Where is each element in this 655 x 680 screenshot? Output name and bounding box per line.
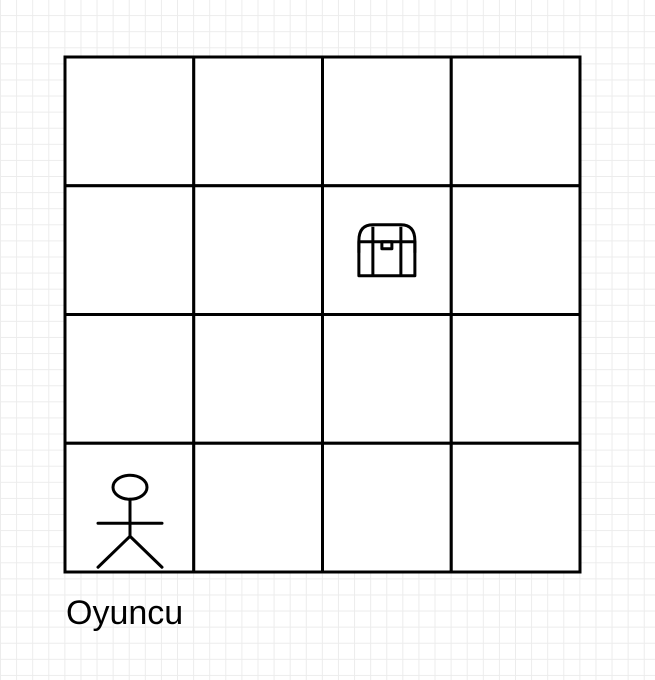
grid-cell-r2-c2 (192, 184, 324, 316)
grid-cell-r1-c4 (449, 55, 582, 188)
grid-cell-r3-c1 (63, 313, 196, 445)
stick-figure-right-leg (128, 534, 164, 569)
grid-cell-r3-c4 (449, 313, 582, 445)
grid-cell-r1-c1 (63, 55, 196, 188)
stick-figure-left-leg (96, 534, 132, 569)
chest-lock (380, 240, 394, 251)
game-grid (63, 55, 582, 574)
grid-cell-r4-c2 (192, 441, 324, 574)
player-label: Oyuncu (66, 594, 184, 632)
grid-cell-r4-c3 (321, 441, 453, 574)
grid-cell-r2-c4 (449, 184, 582, 316)
chest-lid (357, 223, 417, 253)
treasure-chest-icon (357, 223, 417, 278)
grid-cell-r4-c4 (449, 441, 582, 574)
grid-cell-r3-c2 (192, 313, 324, 445)
grid-cell-r2-c1 (63, 184, 196, 316)
grid-cell-r1-c2 (192, 55, 324, 188)
stick-figure-icon (96, 473, 164, 569)
grid-cell-r3-c3 (321, 313, 453, 445)
grid-cell-r1-c3 (321, 55, 453, 188)
